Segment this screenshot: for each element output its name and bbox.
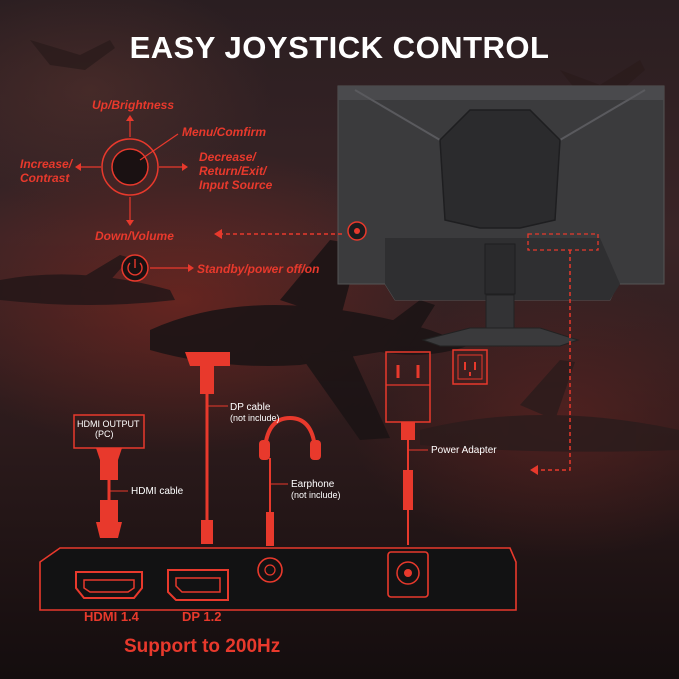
hdmi-output	[73, 414, 145, 538]
earphone-label: Earphone(not include)	[291, 479, 341, 500]
dp-cable-label: DP cable(not include)	[230, 402, 280, 423]
power-adapter-label: Power Adapter	[431, 445, 497, 456]
hdmi-output-label: HDMI OUTPUT (PC)	[77, 419, 140, 439]
airplane-silhouette	[0, 255, 175, 305]
hdmi-cable-label: HDMI cable	[131, 486, 184, 497]
label-decrease-return: Decrease/Return/Exit/Input Source	[199, 150, 273, 192]
monitor-back	[337, 85, 665, 301]
label-up-brightness: Up/Brightness	[92, 98, 175, 112]
dp-connector	[185, 352, 230, 544]
page-title: EASY JOYSTICK CONTROL	[129, 30, 550, 65]
label-down-volume: Down/Volume	[95, 229, 174, 243]
hdmi-port-icon	[75, 571, 143, 599]
power-adapter-icon	[385, 351, 431, 545]
monitor-stand	[421, 294, 580, 347]
earphone-icon	[259, 415, 321, 546]
label-standby-power: Standby/power off/on	[197, 262, 320, 276]
label-increase-contrast: Increase/Contrast	[20, 157, 73, 185]
dp-port-label: DP 1.2	[182, 609, 222, 624]
airplane-silhouette	[30, 40, 679, 452]
dp-port-icon	[167, 569, 229, 601]
joystick-diagram	[75, 115, 194, 282]
port-panel	[39, 547, 517, 611]
wall-socket-icon	[452, 349, 488, 385]
hdmi-port-label: HDMI 1.4	[84, 609, 139, 624]
support-refresh-rate: Support to 200Hz	[124, 636, 281, 657]
label-menu-confirm: Menu/Comfirm	[182, 125, 266, 139]
dc-power-port-icon	[387, 551, 429, 598]
audio-jack-icon	[257, 557, 283, 583]
